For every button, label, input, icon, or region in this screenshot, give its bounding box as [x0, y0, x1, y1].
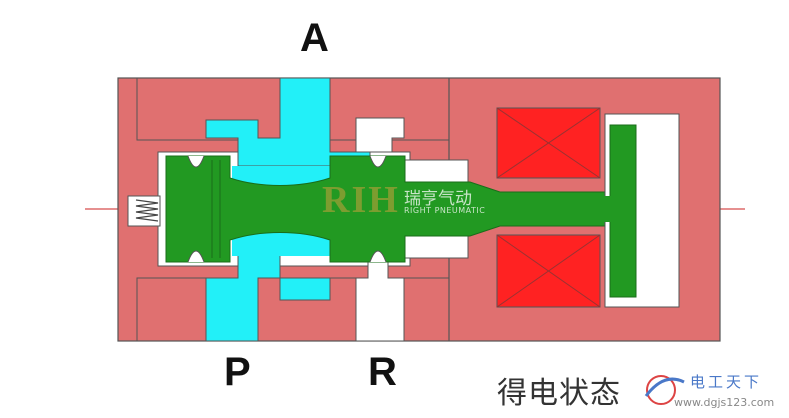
site-logo-swoosh-icon	[644, 377, 685, 397]
port-p-channel	[205, 253, 331, 342]
armature-stem	[600, 196, 614, 222]
upper-coil-cross-2	[496, 107, 601, 179]
energized-state-caption: 得电状态	[497, 376, 621, 411]
upper-exhaust-passage	[355, 117, 405, 153]
brand-name-cn: 瑞亨气动	[404, 189, 472, 209]
port-a-channel	[205, 77, 371, 167]
brand-name-en: RIGHT PNEUMATIC	[404, 206, 486, 215]
lower-coil-cross-2	[496, 234, 601, 308]
armature	[609, 124, 637, 298]
site-logo-icon	[646, 375, 676, 405]
return-spring	[135, 199, 159, 222]
spool-groove-left-top	[187, 155, 205, 168]
site-url-watermark: www.dgjs123.com	[674, 396, 775, 409]
port-r-label: R	[368, 350, 397, 394]
spool-groove-left-bottom	[187, 250, 205, 263]
spool-groove-right-top	[369, 155, 387, 168]
port-p-label: P	[224, 350, 251, 394]
spool-groove-right-bottom	[369, 250, 387, 263]
site-name-watermark: 电工天下	[690, 373, 763, 391]
brand-logo-watermark: RIH	[322, 179, 400, 221]
port-a-label: A	[300, 16, 329, 60]
